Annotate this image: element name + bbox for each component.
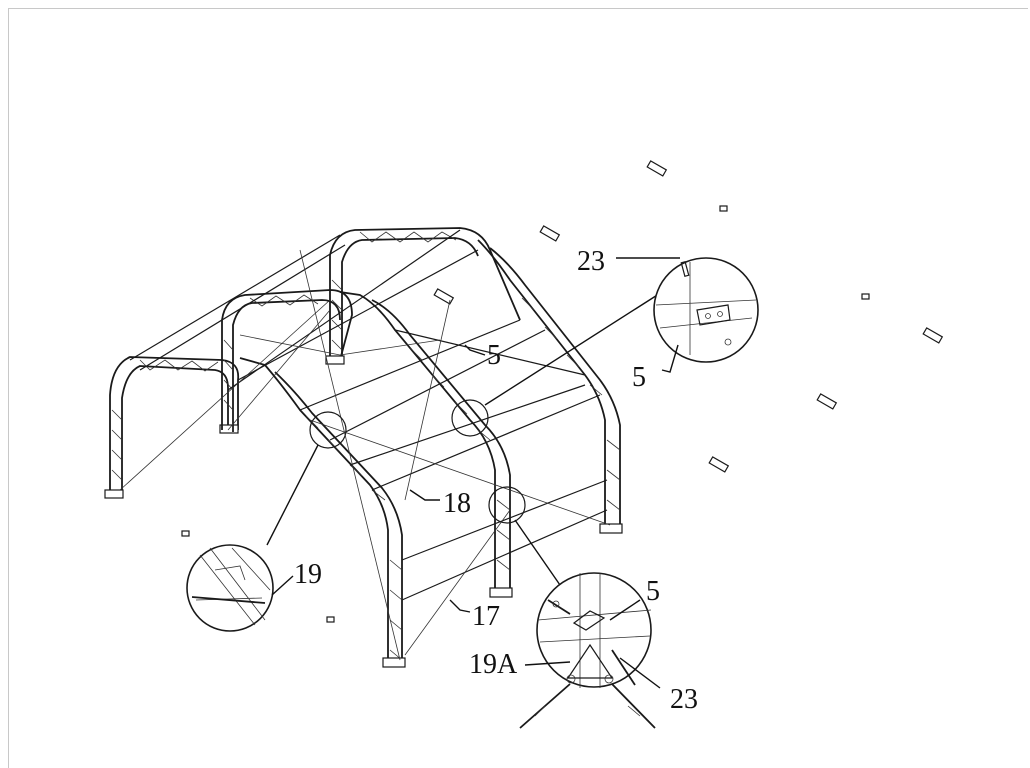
detail-cable-19	[186, 544, 274, 632]
label-23-bottom: 23	[670, 684, 698, 715]
label-5-top: 5	[632, 362, 646, 393]
label-18: 18	[443, 488, 471, 519]
label-19a: 19A	[469, 649, 518, 680]
callout-circle-top	[451, 399, 489, 437]
detail-anchor-bottom	[519, 572, 656, 729]
label-leaders	[271, 257, 680, 689]
callout-circle-bottom	[488, 486, 526, 524]
leader-lines	[266, 291, 663, 613]
ground-pads	[181, 160, 944, 623]
drawing-frame	[8, 8, 1028, 768]
arch-back	[104, 356, 240, 499]
detail-plate-top	[653, 257, 759, 363]
label-17: 17	[472, 601, 500, 632]
arch-middle-front	[339, 291, 513, 598]
label-5-bottom: 5	[646, 576, 660, 607]
label-5-frame: 5	[487, 340, 501, 371]
label-19: 19	[294, 559, 322, 590]
callout-circle-left	[309, 411, 347, 449]
tension-cables	[119, 249, 611, 661]
arch-front	[239, 357, 406, 668]
label-23-top: 23	[577, 246, 605, 277]
purlins	[129, 229, 608, 601]
arch-top-back	[325, 227, 521, 365]
